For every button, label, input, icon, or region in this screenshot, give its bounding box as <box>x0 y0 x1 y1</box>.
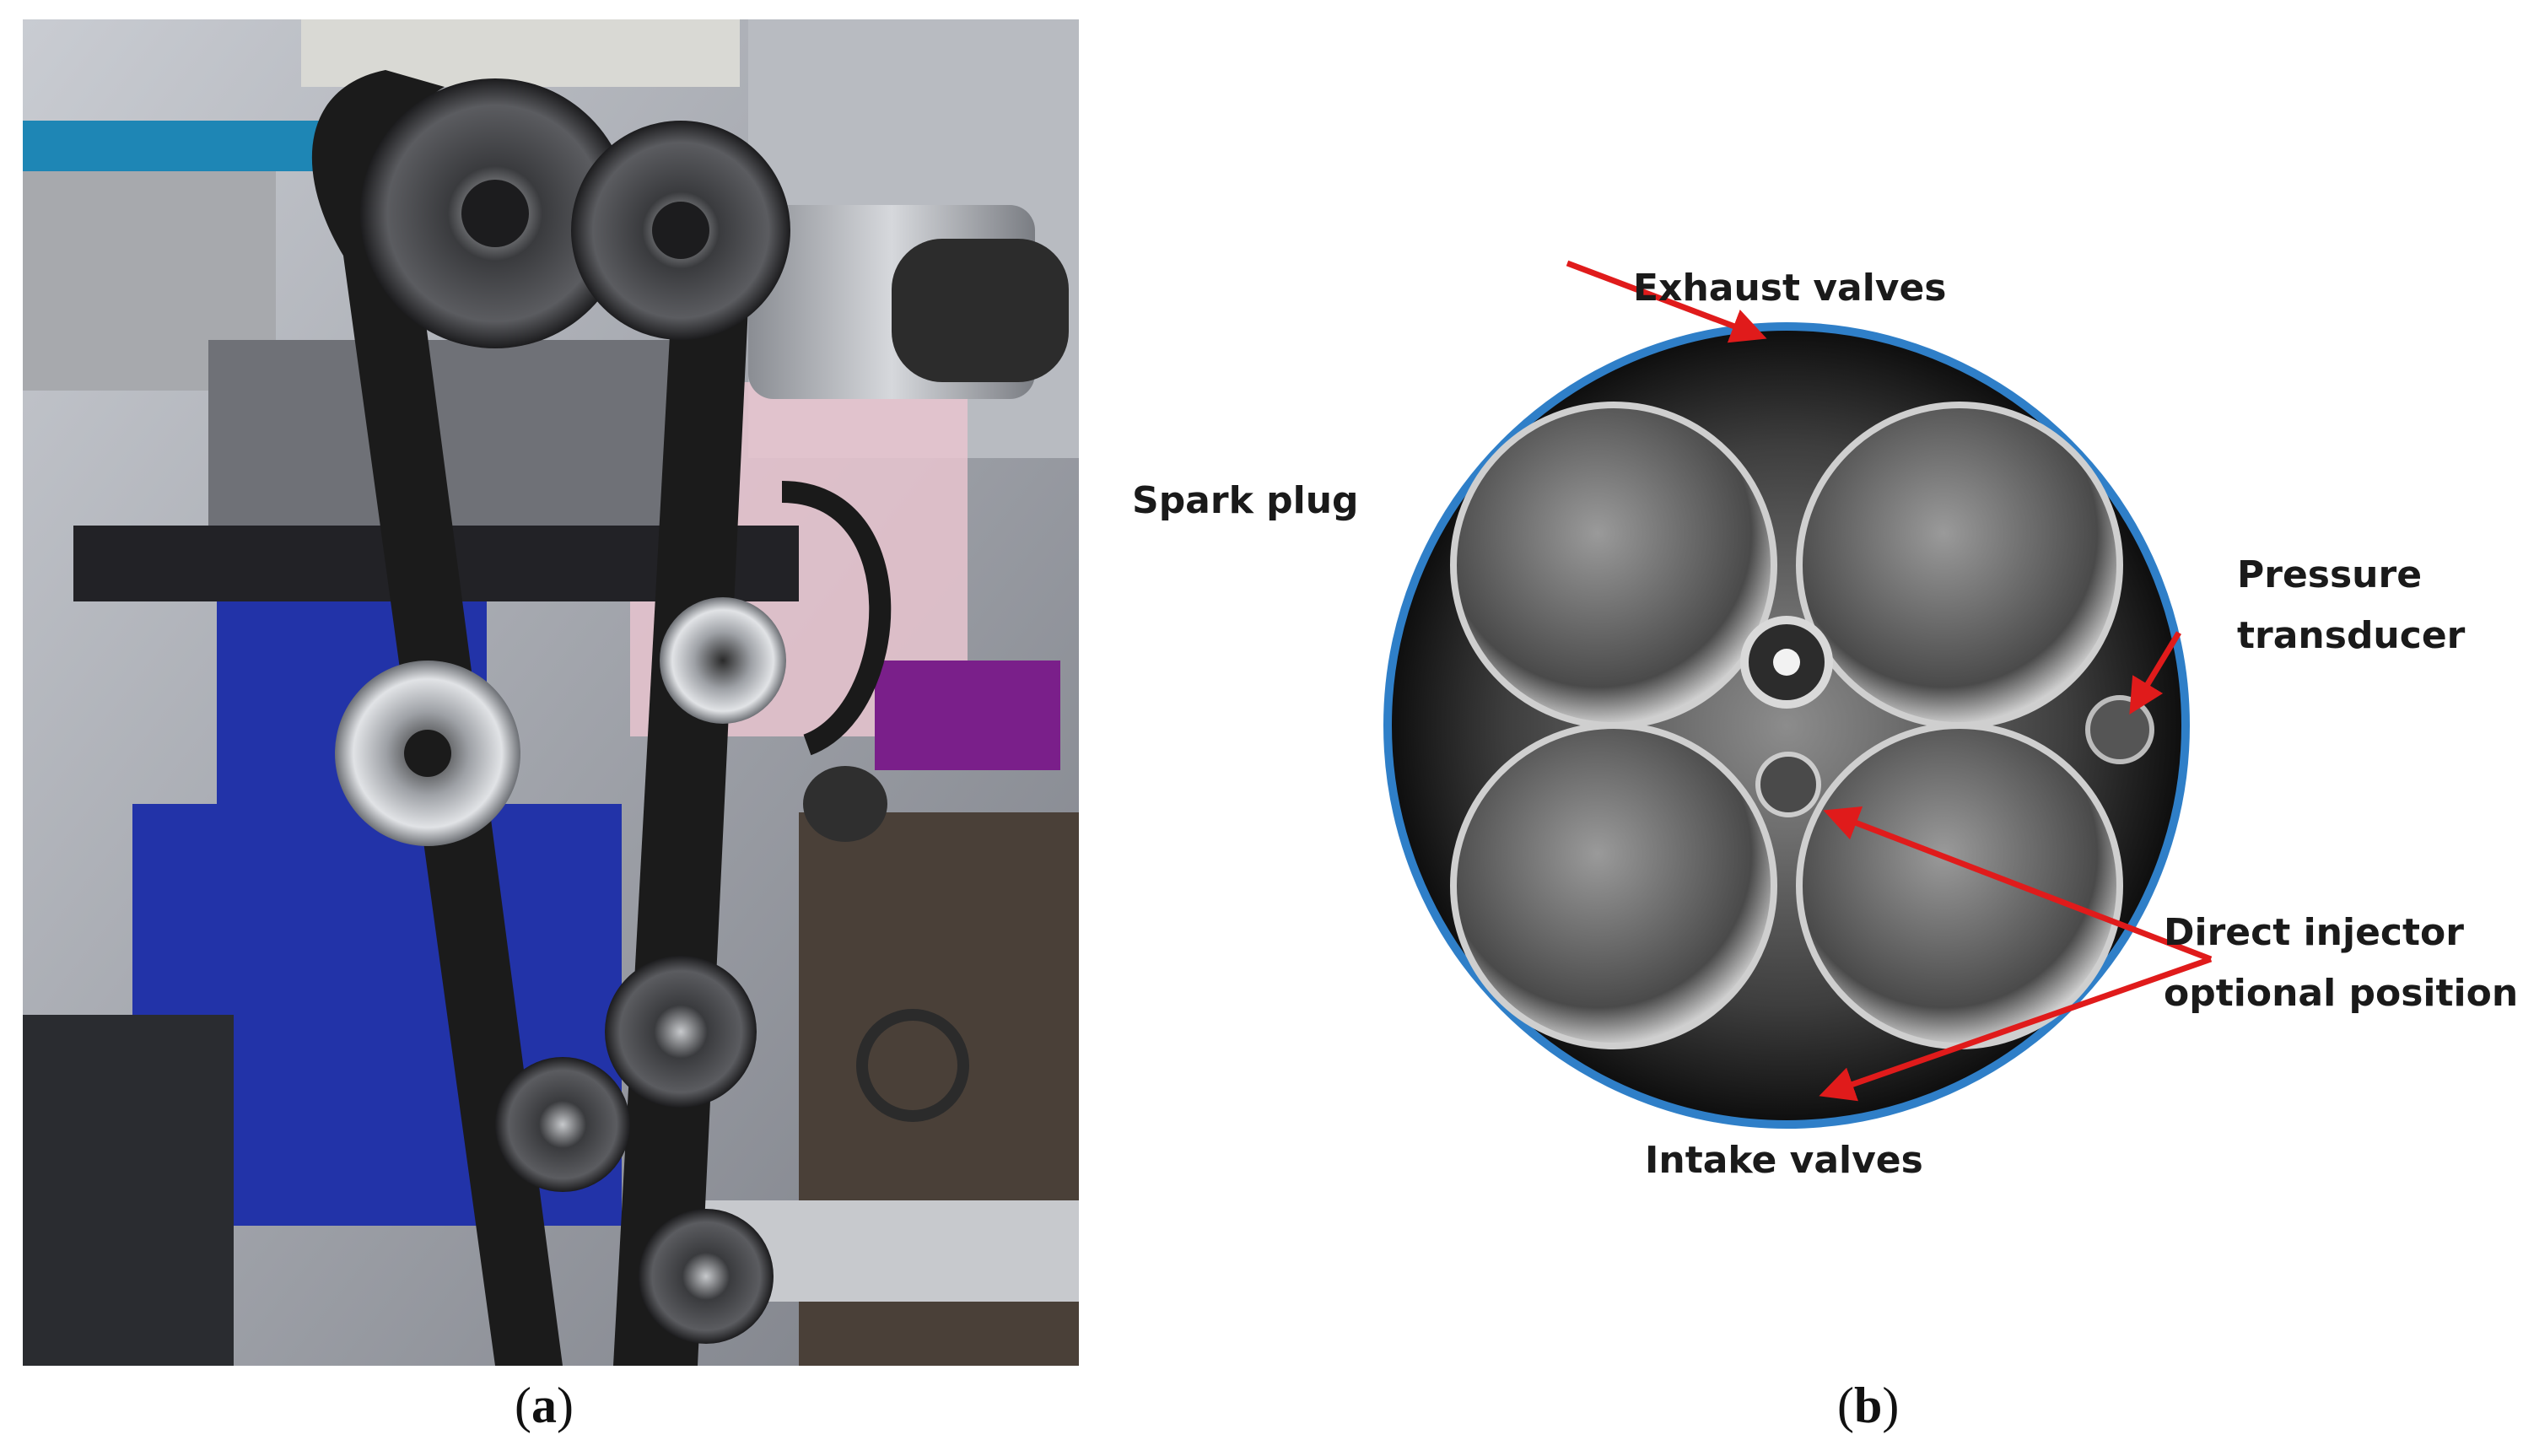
label-spark-plug: Spark plug <box>1132 479 1359 522</box>
injector-port <box>1755 752 1821 817</box>
label-pressure-transducer: Pressure transducer <box>2237 545 2465 666</box>
label-pressure-line2: transducer <box>2237 614 2466 657</box>
arrow-pressure <box>2129 631 2181 715</box>
arrow-injector-edge <box>1819 956 2213 1102</box>
label-direct-injector: Direct injector optional position <box>2164 903 2518 1024</box>
caption-b: (b) <box>1837 1378 1900 1433</box>
caption-a: (a) <box>515 1378 574 1433</box>
arrow-injector-center <box>1823 806 2213 963</box>
bore-view <box>1383 260 2213 1129</box>
label-pressure-line1: Pressure <box>2237 553 2423 596</box>
label-injector-line2: optional position <box>2164 972 2519 1015</box>
arrow-spark <box>1566 260 1767 343</box>
engine-photo <box>23 19 1079 1366</box>
pressure-port <box>2085 695 2154 764</box>
label-injector-line1: Direct injector <box>2164 911 2464 954</box>
label-exhaust-valves: Exhaust valves <box>1633 267 1947 310</box>
label-intake-valves: Intake valves <box>1645 1139 1923 1182</box>
